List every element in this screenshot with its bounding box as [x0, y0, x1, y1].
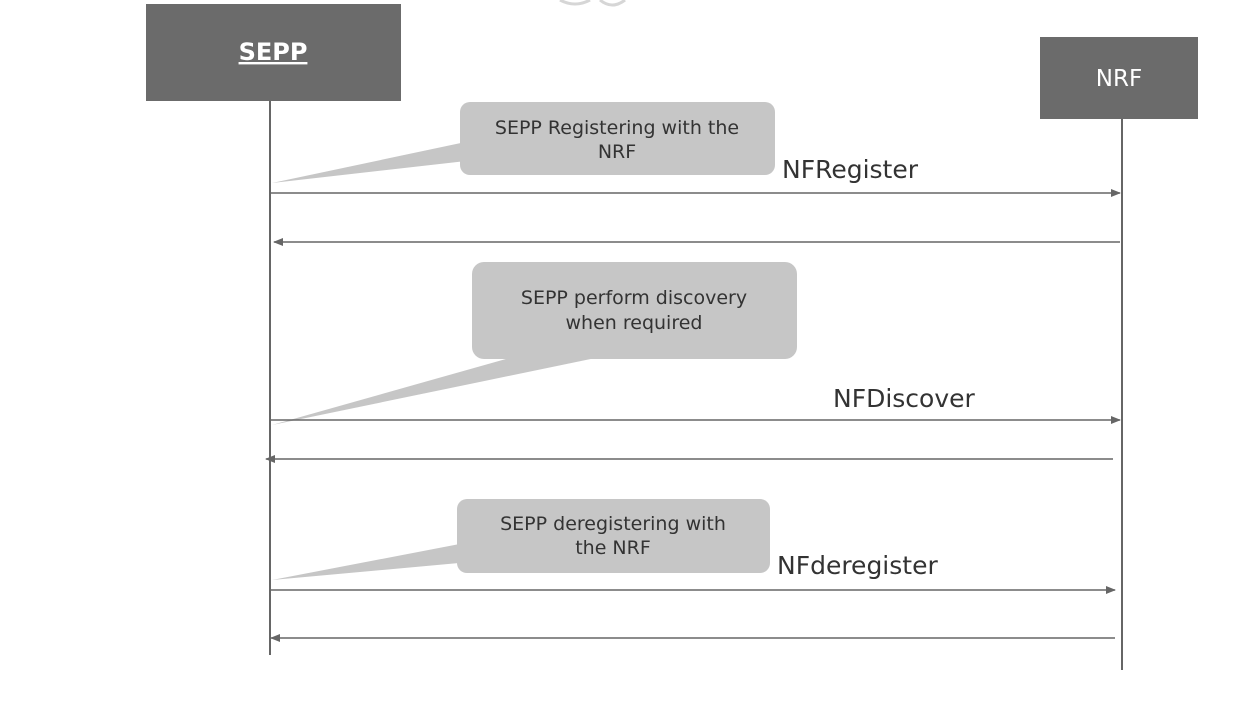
note-discovery-pointer: [272, 355, 610, 425]
participant-sepp-box: [146, 4, 401, 101]
note-discovery: SEPP perform discovery when required: [272, 262, 797, 425]
note-discovery-box: [472, 262, 797, 359]
note-register-pointer: [272, 140, 475, 183]
note-discovery-text-line2: when required: [566, 312, 703, 334]
note-deregister-box: [457, 499, 770, 573]
message-register-label: NFRegister: [782, 155, 919, 184]
note-deregister-pointer: [272, 542, 470, 580]
note-register-text-line1: SEPP Registering with the: [495, 117, 739, 139]
note-register-text-line2: NRF: [598, 141, 636, 163]
note-deregister-text-line1: SEPP deregistering with: [500, 513, 726, 535]
message-deregister-label: NFderegister: [777, 551, 938, 580]
participant-sepp: SEPP: [146, 4, 401, 101]
note-deregister: SEPP deregistering with the NRF: [272, 499, 770, 580]
note-discovery-text-line1: SEPP perform discovery: [521, 287, 747, 309]
participant-nrf-label: NRF: [1096, 66, 1142, 92]
message-discover-label: NFDiscover: [833, 384, 976, 413]
note-deregister-text-line2: the NRF: [575, 537, 651, 559]
cropped-decoration: [559, 0, 626, 7]
participant-sepp-label: SEPP: [239, 38, 308, 66]
participant-nrf: NRF: [1040, 37, 1198, 119]
note-register-box: [460, 102, 775, 175]
note-register: SEPP Registering with the NRF: [272, 102, 775, 183]
participant-nrf-box: [1040, 37, 1198, 119]
